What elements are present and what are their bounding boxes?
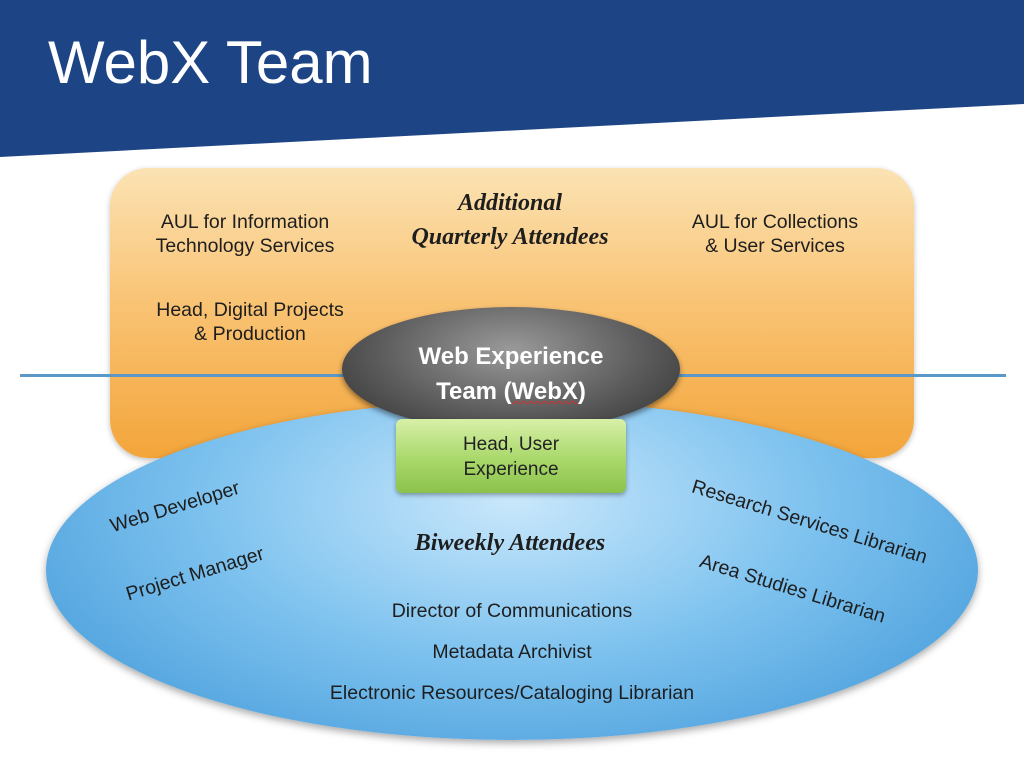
- head-ux-line2: Experience: [463, 459, 559, 480]
- core-line2: Team (WebX): [342, 378, 680, 406]
- quarterly-heading-line2: Quarterly Attendees: [411, 224, 609, 250]
- aul-collections-line1: AUL for Collections: [691, 211, 859, 233]
- director-comms-label: Director of Communications: [391, 600, 633, 622]
- quarterly-heading-line1: Additional: [457, 190, 563, 216]
- webx-core-ellipse: [342, 307, 680, 431]
- title-banner: [0, 0, 1024, 157]
- metadata-archivist-label: Metadata Archivist: [432, 641, 592, 663]
- aul-collections-line2: & User Services: [705, 235, 845, 257]
- slide-title: WebX Team: [48, 29, 373, 96]
- core-line2-prefix: Team (: [436, 378, 512, 405]
- core-line2-word: WebX: [511, 378, 578, 405]
- head-ux-box: [396, 419, 626, 493]
- head-digital-line1: Head, Digital Projects: [156, 299, 344, 321]
- core-line2-suffix: ): [577, 378, 586, 405]
- head-ux-line1: Head, User: [462, 434, 560, 455]
- core-line1: Web Experience: [418, 343, 604, 370]
- biweekly-heading: Biweekly Attendees: [414, 530, 606, 556]
- head-digital-line2: & Production: [194, 323, 306, 345]
- aul-its-line2: Technology Services: [155, 235, 335, 257]
- electronic-resources-label: Electronic Resources/Cataloging Libraria…: [329, 682, 695, 704]
- aul-its-line1: AUL for Information: [160, 211, 330, 233]
